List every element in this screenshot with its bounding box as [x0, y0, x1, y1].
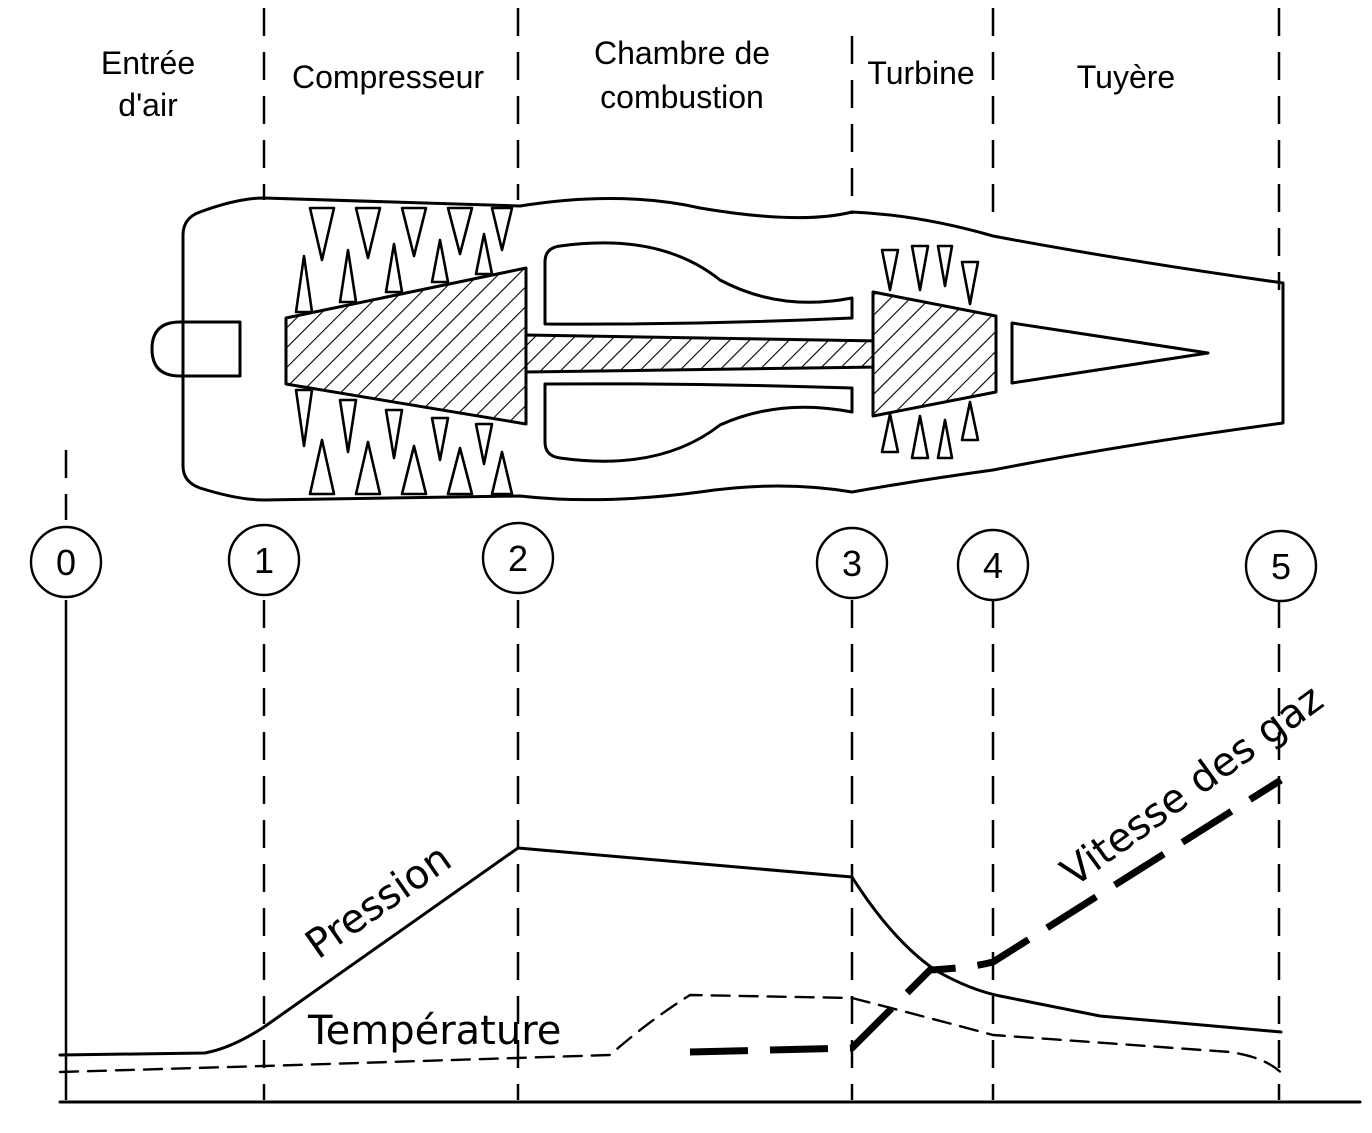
svg-text:2: 2	[508, 538, 528, 579]
compressor-blades-upper	[294, 206, 514, 314]
temperature-label: Température	[307, 1008, 561, 1054]
svg-text:1: 1	[254, 540, 274, 581]
gas-velocity-label: Vitesse des gaz	[1053, 676, 1332, 896]
section-label-combustion-line1: Chambre de	[594, 35, 770, 71]
nose-cone	[150, 320, 242, 378]
gas-velocity-curve	[689, 777, 1283, 1056]
station-marker-3: 3	[815, 526, 889, 600]
combustion-liner-lower	[543, 382, 854, 463]
turbine-blades	[880, 244, 980, 460]
section-label-intake-line2: d'air	[118, 87, 178, 123]
engine-casing	[181, 196, 1285, 502]
engine-cross-section	[150, 196, 1285, 502]
pressure-curve	[58, 846, 1283, 1057]
section-label-turbine: Turbine	[867, 55, 974, 91]
svg-text:4: 4	[983, 545, 1003, 586]
station-markers: 0 1 2 3 4 5	[29, 521, 1318, 603]
station-marker-4: 4	[956, 528, 1030, 602]
section-label-nozzle: Tuyère	[1077, 59, 1175, 95]
station-marker-1: 1	[227, 523, 301, 597]
station-marker-5: 5	[1244, 529, 1318, 603]
temperature-curve	[58, 993, 1287, 1079]
combustion-liner-upper	[543, 241, 854, 326]
pressure-label: Pression	[297, 835, 460, 968]
svg-text:3: 3	[842, 543, 862, 584]
svg-text:5: 5	[1271, 546, 1291, 587]
station-lines	[64, 8, 1281, 1100]
station-marker-0: 0	[29, 525, 103, 599]
compressor-rotor	[284, 266, 528, 426]
section-label-intake-line1: Entrée	[101, 45, 195, 81]
compressor-blades-lower	[294, 388, 514, 496]
section-label-compressor: Compresseur	[292, 59, 484, 95]
section-labels: Entrée d'air Compresseur Chambre de comb…	[101, 35, 1175, 123]
station-marker-2: 2	[481, 521, 555, 595]
svg-text:0: 0	[56, 542, 76, 583]
engine-shaft	[524, 333, 882, 374]
section-label-combustion-line2: combustion	[600, 79, 764, 115]
turbine-rotor	[871, 290, 998, 418]
exhaust-cone	[1010, 321, 1210, 385]
